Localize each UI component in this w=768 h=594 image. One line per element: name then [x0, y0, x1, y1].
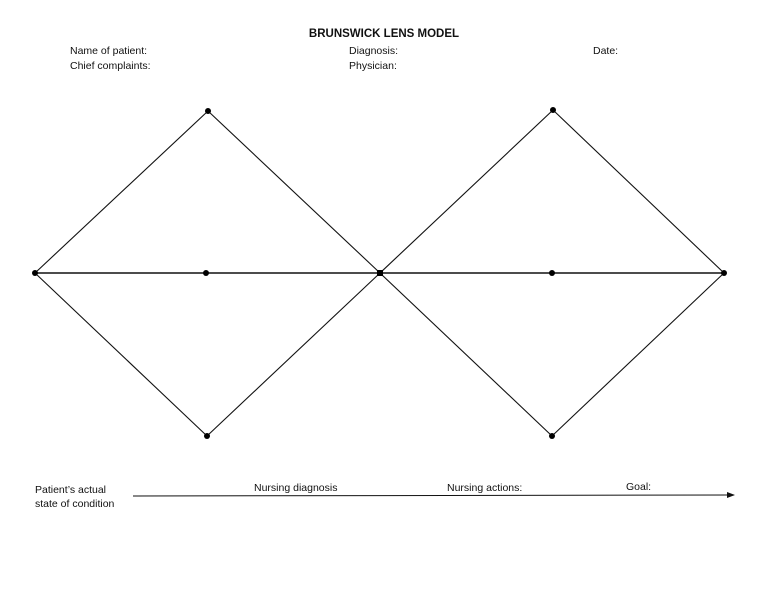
node-left — [32, 270, 38, 276]
nursing-diagnosis-label: Nursing diagnosis — [254, 482, 338, 494]
page-title: BRUNSWICK LENS MODEL — [308, 28, 460, 40]
edge-bottomright-right — [551, 272, 725, 437]
node-right — [721, 270, 727, 276]
nursing-actions-label: Nursing actions: — [447, 482, 523, 494]
chief-complaints-label: Chief complaints: — [70, 60, 151, 72]
timeline-arrow — [132, 492, 735, 499]
node-mid-left — [203, 270, 209, 276]
node-bottom-left — [204, 433, 210, 439]
node-mid-right — [549, 270, 555, 276]
date-label: Date: — [593, 45, 619, 57]
goal-label: Goal: — [626, 481, 652, 493]
edge-left-topleft — [34, 110, 209, 274]
node-center — [377, 270, 383, 276]
edge-center-topright — [379, 109, 554, 274]
node-bottom-right — [549, 433, 555, 439]
node-top-right — [550, 107, 556, 113]
edge-topleft-center — [207, 110, 381, 274]
patient-state-label-line1: Patient’s actual — [35, 484, 107, 496]
edge-center-bottomright — [379, 272, 553, 437]
edge-bottomleft-center — [206, 272, 381, 437]
edge-left-bottomleft — [34, 272, 208, 437]
node-top-left — [205, 108, 211, 114]
name-of-patient-label: Name of patient: — [70, 45, 148, 57]
diagnosis-label: Diagnosis: — [349, 45, 399, 57]
patient-state-label-line2: state of condition — [35, 498, 115, 510]
physician-label: Physician: — [349, 60, 397, 72]
edge-topright-right — [552, 109, 725, 274]
